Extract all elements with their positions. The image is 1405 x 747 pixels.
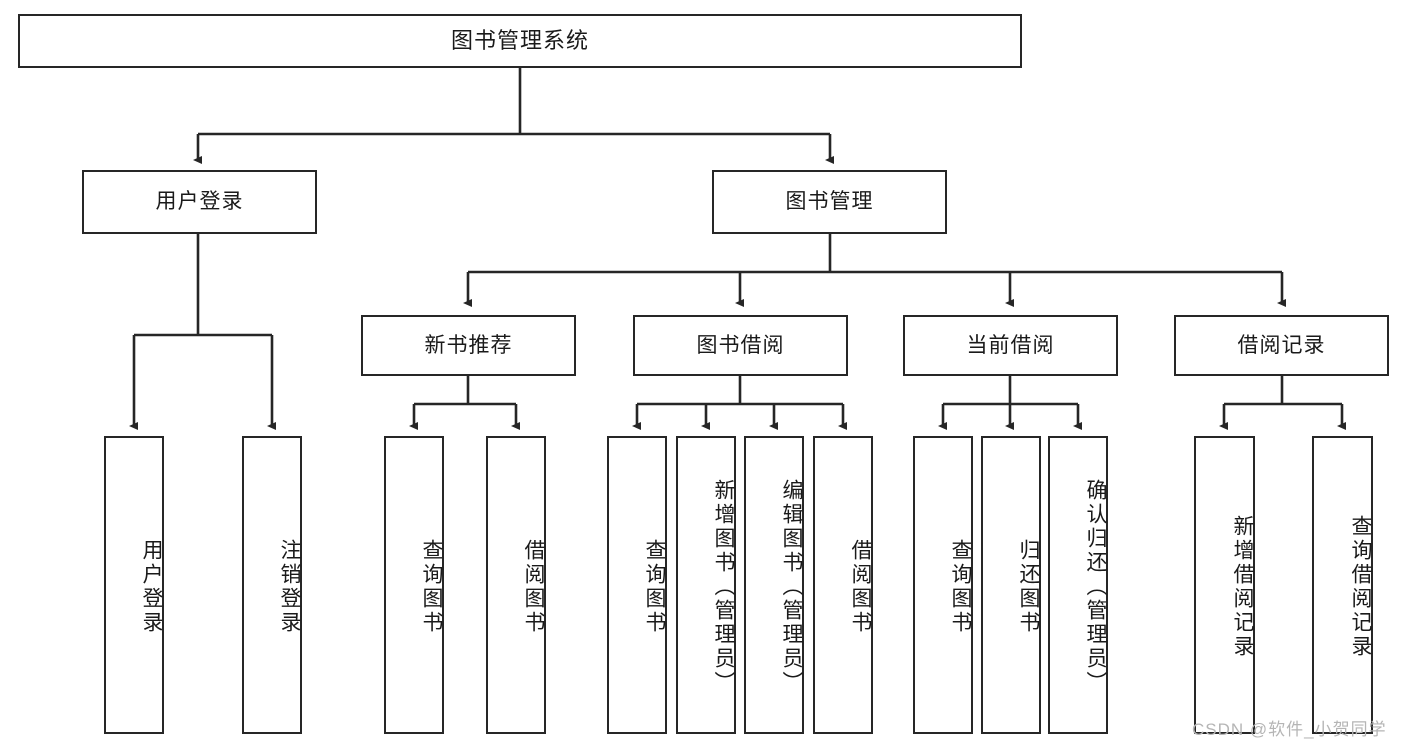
leaf-edit-book[interactable]: 编辑图书（管理员） — [744, 436, 804, 734]
leaf-query-book-2[interactable]: 查询图书 — [607, 436, 667, 734]
node-user-login[interactable]: 用户登录 — [82, 170, 317, 234]
leaf-user-login[interactable]: 用户登录 — [104, 436, 164, 734]
leaf-edit-book-label: 编辑图书（管理员） — [780, 479, 803, 695]
leaf-borrow-book-1-label: 借阅图书 — [522, 539, 545, 635]
leaf-user-logout[interactable]: 注销登录 — [242, 436, 302, 734]
node-book-management[interactable]: 图书管理 — [712, 170, 947, 234]
leaf-return-book[interactable]: 归还图书 — [981, 436, 1041, 734]
leaf-user-login-label: 用户登录 — [140, 539, 163, 635]
leaf-query-book-3-label: 查询图书 — [949, 539, 972, 635]
node-user-login-label: 用户登录 — [155, 190, 244, 214]
node-current-borrow-label: 当前借阅 — [966, 333, 1055, 357]
leaf-query-book-3[interactable]: 查询图书 — [913, 436, 973, 734]
node-borrow-record[interactable]: 借阅记录 — [1174, 315, 1389, 376]
leaf-user-logout-label: 注销登录 — [278, 539, 301, 635]
leaf-query-record-label: 查询借阅记录 — [1349, 515, 1372, 659]
node-book-borrow-label: 图书借阅 — [696, 333, 785, 357]
leaf-add-book[interactable]: 新增图书（管理员） — [676, 436, 736, 734]
leaf-borrow-book-2[interactable]: 借阅图书 — [813, 436, 873, 734]
leaf-borrow-book-1[interactable]: 借阅图书 — [486, 436, 546, 734]
node-root[interactable]: 图书管理系统 — [18, 14, 1022, 68]
leaf-query-book-1[interactable]: 查询图书 — [384, 436, 444, 734]
leaf-query-book-1-label: 查询图书 — [420, 539, 443, 635]
leaf-borrow-book-2-label: 借阅图书 — [849, 539, 872, 635]
leaf-add-record-label: 新增借阅记录 — [1231, 515, 1254, 659]
node-root-label: 图书管理系统 — [450, 27, 589, 53]
node-book-management-label: 图书管理 — [785, 190, 874, 214]
leaf-add-record[interactable]: 新增借阅记录 — [1194, 436, 1255, 734]
node-borrow-record-label: 借阅记录 — [1237, 333, 1326, 357]
node-book-borrow[interactable]: 图书借阅 — [633, 315, 848, 376]
node-current-borrow[interactable]: 当前借阅 — [903, 315, 1118, 376]
leaf-confirm-return-label: 确认归还（管理员） — [1084, 479, 1107, 695]
leaf-add-book-label: 新增图书（管理员） — [712, 479, 735, 695]
node-new-book-recommend-label: 新书推荐 — [424, 333, 513, 357]
leaf-confirm-return[interactable]: 确认归还（管理员） — [1048, 436, 1108, 734]
leaf-query-record[interactable]: 查询借阅记录 — [1312, 436, 1373, 734]
leaf-query-book-2-label: 查询图书 — [643, 539, 666, 635]
csdn-watermark: CSDN @软件_小贺同学 — [1192, 720, 1387, 739]
leaf-return-book-label: 归还图书 — [1017, 539, 1040, 635]
node-new-book-recommend[interactable]: 新书推荐 — [361, 315, 576, 376]
